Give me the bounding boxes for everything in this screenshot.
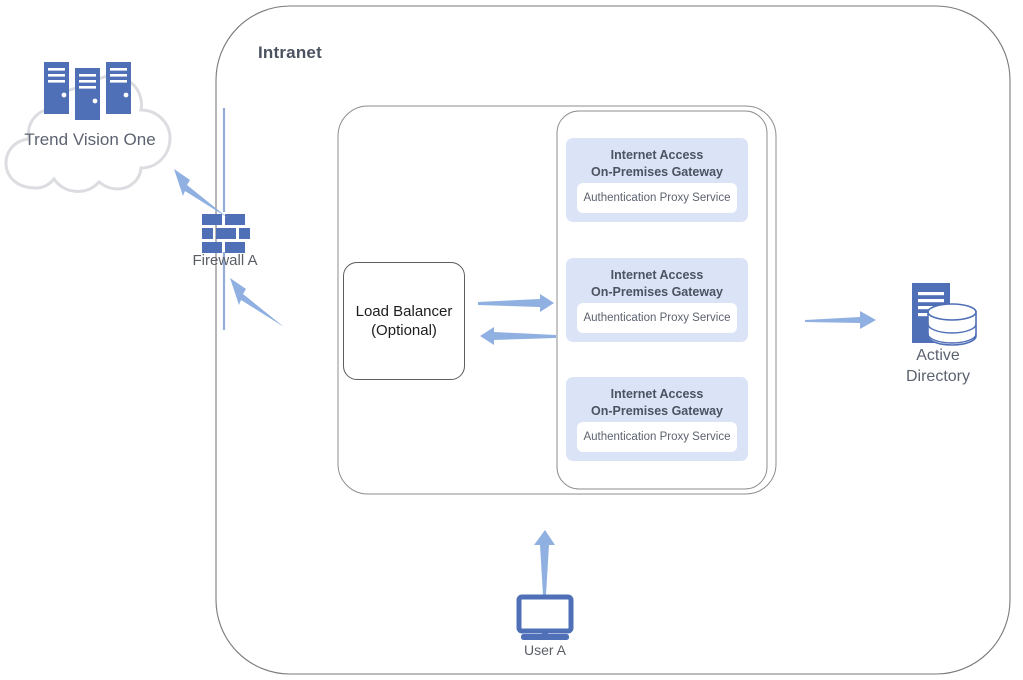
arrow-lb-to-gateways — [478, 294, 554, 312]
user-label: User A — [523, 642, 566, 658]
gateway-card-3[interactable]: Internet Access On-Premises Gateway Auth… — [566, 377, 748, 461]
authentication-proxy-service-2[interactable]: Authentication Proxy Service — [577, 303, 737, 333]
firewall-brick-icon — [202, 214, 250, 253]
firewall-label: Firewall A — [192, 252, 258, 269]
intranet-label: Intranet — [258, 43, 322, 62]
gateway-title-line1: Internet Access — [610, 148, 704, 162]
authentication-proxy-service-label: Authentication Proxy Service — [583, 431, 731, 443]
arrow-firewall-to-cloud-upper — [174, 169, 228, 218]
gateway-title-line1: Internet Access — [610, 268, 704, 282]
gateway-title-line2: On-Premises Gateway — [590, 404, 723, 418]
gateway-title-line1: Internet Access — [610, 387, 704, 401]
arrow-intranet-to-firewall-lower — [230, 278, 284, 327]
authentication-proxy-service-1[interactable]: Authentication Proxy Service — [577, 183, 737, 213]
load-balancer-box[interactable]: Load Balancer (Optional) — [343, 262, 465, 380]
gateway-title-line2: On-Premises Gateway — [590, 285, 723, 299]
active-directory-icon — [912, 283, 977, 346]
authentication-proxy-service-3[interactable]: Authentication Proxy Service — [577, 422, 737, 452]
active-directory-line1: Active — [916, 347, 960, 364]
authentication-proxy-service-label: Authentication Proxy Service — [583, 192, 731, 204]
gateway-card-2[interactable]: Internet Access On-Premises Gateway Auth… — [566, 258, 748, 342]
gateway-card-1[interactable]: Internet Access On-Premises Gateway Auth… — [566, 138, 748, 222]
load-balancer-title: Load Balancer — [355, 303, 453, 320]
cloud-label: Trend Vision One — [24, 130, 156, 149]
desktop-monitor-icon — [516, 594, 574, 640]
arrow-gateways-to-lb — [480, 327, 556, 345]
load-balancer-subtitle: (Optional) — [371, 322, 437, 339]
active-directory-line2: Directory — [905, 368, 970, 385]
gateway-title-line2: On-Premises Gateway — [590, 165, 723, 179]
arrow-gateways-to-active-directory — [805, 311, 876, 329]
authentication-proxy-service-label: Authentication Proxy Service — [583, 312, 731, 324]
arrow-user-to-intranet — [534, 530, 555, 595]
servers-icon — [44, 62, 131, 120]
active-directory-label: Active Directory — [868, 345, 1008, 387]
